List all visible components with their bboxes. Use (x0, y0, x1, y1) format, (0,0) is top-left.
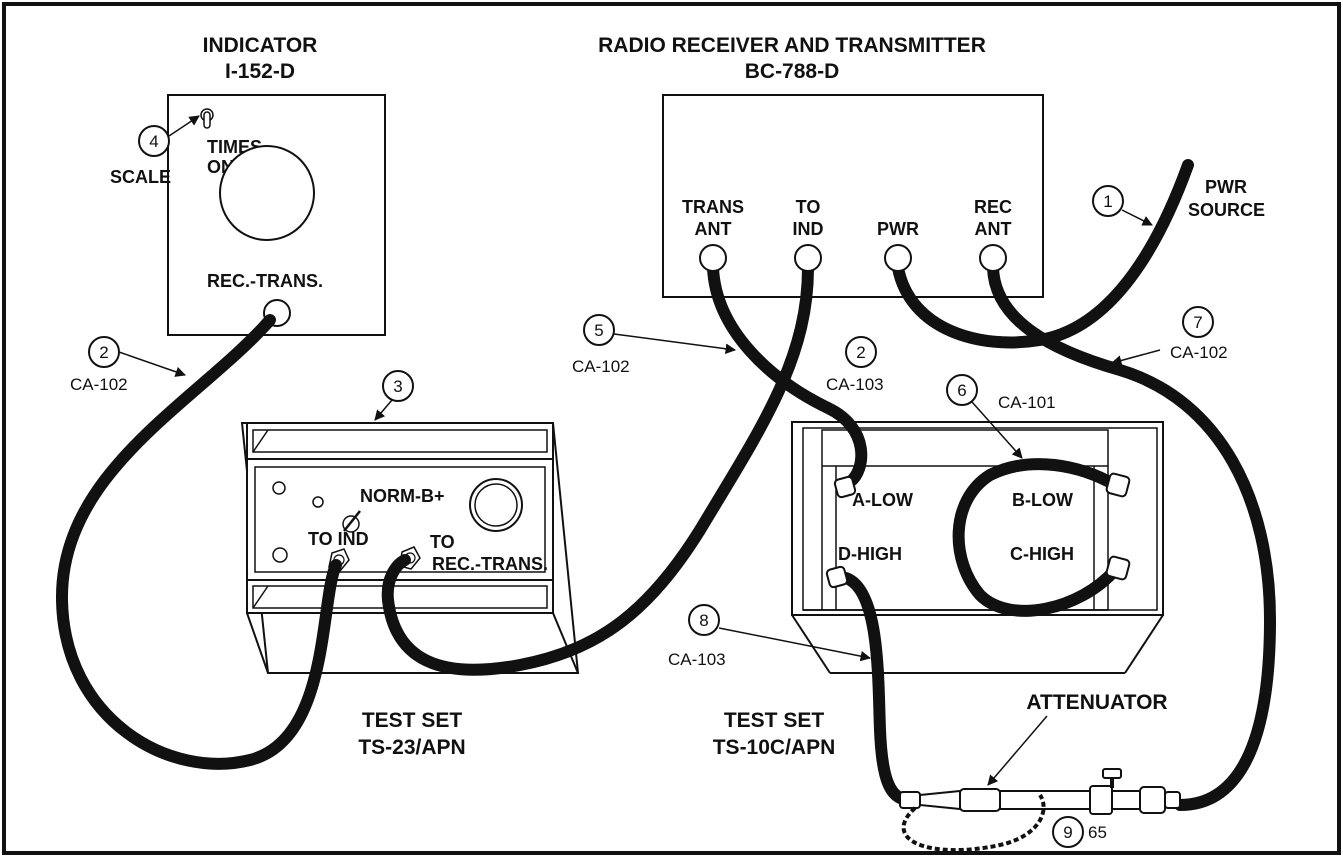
pwr-source-label-2: SOURCE (1188, 200, 1265, 220)
callout-7-leader (1110, 349, 1161, 366)
indicator-title: INDICATOR (203, 34, 318, 57)
ts23-to-ind-label: TO IND (308, 529, 369, 549)
ts10-d-high-connector[interactable] (825, 565, 849, 589)
radio-rec-label: REC (974, 197, 1012, 217)
norm-b-selector-icon[interactable] (342, 510, 361, 533)
cable-label-ca-102-trans: CA-102 (572, 357, 630, 376)
radio-title: RADIO RECEIVER AND TRANSMITTER (598, 34, 986, 57)
callout-8-number: 8 (699, 611, 708, 630)
cable-ca-101-jumper (952, 458, 1121, 617)
ts23-title: TEST SET (362, 709, 463, 732)
callout-1-number: 1 (1103, 192, 1112, 211)
indicator-panel (167, 94, 386, 336)
ts10-c-high-label: C-HIGH (1010, 544, 1074, 564)
indicator-dial (219, 145, 315, 241)
cable-label-ca-102-rec: CA-102 (1170, 343, 1228, 362)
callout-4-leader (168, 115, 200, 137)
cable-label-ca-103-right: CA-103 (826, 375, 884, 394)
pwr-source-label-1: PWR (1205, 177, 1247, 197)
scale-toggle-switch-icon[interactable] (200, 108, 214, 129)
cable-ca-102-trans-ant (707, 262, 868, 488)
radio-ind-label: IND (793, 219, 824, 239)
callout-6 (946, 374, 978, 406)
callout-3 (382, 370, 414, 402)
radio-trans-ant-connector[interactable] (699, 244, 727, 272)
cable-label-ca-103-d-high: CA-103 (668, 650, 726, 669)
cable-label-ca-102-left: CA-102 (70, 375, 128, 394)
ts23-to-label: TO (430, 532, 455, 552)
radio-panel (662, 94, 1044, 298)
radio-rec-ant-connector[interactable] (979, 244, 1007, 272)
callout-4 (138, 125, 170, 157)
callout-6-leader (971, 401, 1023, 459)
radio-trans-label: TRANS (682, 197, 744, 217)
callout-5-leader (613, 333, 737, 354)
ts10-d-high-label: D-HIGH (838, 544, 902, 564)
cable-ca-103-d-high (840, 572, 916, 806)
radio-model: BC-788-D (745, 60, 840, 83)
callout-9-suffix: 65 (1088, 823, 1107, 842)
radio-pwr-label: PWR (877, 219, 919, 239)
radio-rec-ant-label: ANT (975, 219, 1012, 239)
callout-3-number: 3 (393, 377, 402, 396)
callout-7 (1182, 306, 1214, 338)
indicator-scale-label: SCALE (110, 167, 171, 187)
indicator-rec-trans-label: REC.-TRANS. (207, 271, 323, 291)
radio-to-label: TO (796, 197, 821, 217)
ts10-model: TS-10C/APN (713, 736, 836, 759)
callout-6-number: 6 (957, 381, 966, 400)
cable-ca-102-indicator (55, 314, 342, 770)
callout-4-number: 4 (149, 132, 158, 151)
cable-ca-102-rec-ant (987, 262, 1277, 811)
radio-pwr-connector[interactable] (884, 244, 912, 272)
callout-7-number: 7 (1193, 313, 1202, 332)
ts10-b-low-connector[interactable] (1105, 472, 1131, 498)
callout-2-left-leader (118, 351, 186, 377)
radio-trans-ant-label: ANT (695, 219, 732, 239)
callout-5-number: 5 (594, 321, 603, 340)
attenuator-leader (987, 715, 1048, 786)
ts23-model: TS-23/APN (358, 736, 465, 759)
callout-1-leader (1121, 209, 1153, 226)
callout-3-leader (374, 399, 393, 421)
ts23-rec-trans-label: REC.-TRANS. (432, 554, 548, 574)
ts10-title: TEST SET (724, 709, 825, 732)
ts10-b-low-label: B-LOW (1012, 490, 1073, 510)
callout-2-right (845, 336, 877, 368)
ts10-a-low-label: A-LOW (852, 490, 913, 510)
cable-ca-103-to-ind (381, 262, 814, 676)
callout-1 (1092, 185, 1124, 217)
attenuator-chain-icon (901, 793, 1046, 853)
ts10-c-high-connector[interactable] (1105, 555, 1131, 581)
callout-8-leader (718, 627, 872, 662)
indicator-model: I-152-D (225, 60, 295, 83)
callout-2-right-number: 2 (856, 343, 865, 362)
callout-9-number: 9 (1063, 823, 1072, 842)
radio-to-ind-connector[interactable] (794, 244, 822, 272)
ts23-norm-b-label: NORM-B+ (360, 486, 445, 506)
attenuator-title: ATTENUATOR (1026, 691, 1167, 714)
callout-8 (688, 604, 720, 636)
callout-9 (1052, 816, 1084, 848)
callout-2-left-number: 2 (99, 343, 108, 362)
ts10-a-low-connector[interactable] (833, 475, 857, 499)
callout-5 (583, 314, 615, 346)
attenuator-device[interactable] (899, 768, 1181, 815)
cable-label-ca-101: CA-101 (998, 393, 1056, 412)
